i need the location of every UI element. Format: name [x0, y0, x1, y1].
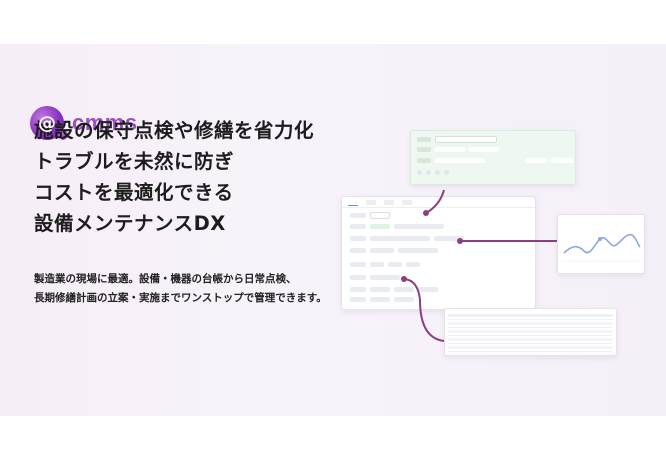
table-header-row: [448, 312, 613, 320]
headline-line-2: トラブルを未然に防ぎ: [34, 150, 235, 173]
subcopy: 製造業の現場に最適。設備・機器の台帳から日常点検、 長期修繕計画の立案・実施まで…: [34, 270, 327, 308]
table-row[interactable]: [448, 328, 613, 336]
detail-form-mockup: [341, 196, 536, 310]
table-row[interactable]: [448, 344, 613, 352]
settings-icon[interactable]: [435, 170, 440, 175]
data-table-mockup: [444, 308, 617, 356]
cmms-logo-icon: @: [30, 106, 68, 140]
clear-icon[interactable]: [444, 170, 449, 175]
refresh-icon[interactable]: [426, 170, 431, 175]
headline-line-3: コストを最適化できる: [34, 181, 234, 204]
table-row[interactable]: [448, 320, 613, 328]
trend-chart-mockup: [557, 214, 645, 274]
headline-line-4: 設備メンテナンスDX: [34, 212, 226, 235]
table-row[interactable]: [448, 336, 613, 344]
search-panel-mockup: [410, 130, 576, 185]
trend-line: [563, 233, 641, 254]
brand-logo[interactable]: @ cmms: [30, 106, 138, 140]
headline: 施設の保守点検や修繕を省力化 トラブルを未然に防ぎ コストを最適化できる 設備メ…: [34, 115, 314, 239]
headline-line-1: 施設の保守点検や修繕を省力化: [34, 119, 315, 142]
subcopy-line-2: 長期修繕計画の立案・実施までワンストップで管理できます。: [34, 292, 327, 304]
subcopy-line-1: 製造業の現場に最適。設備・機器の台帳から日常点検、: [34, 273, 297, 285]
trend-point: [598, 237, 602, 241]
trend-chart-svg: [562, 233, 642, 262]
filter-icon[interactable]: [417, 170, 422, 175]
brand-name: cmms: [72, 110, 138, 135]
